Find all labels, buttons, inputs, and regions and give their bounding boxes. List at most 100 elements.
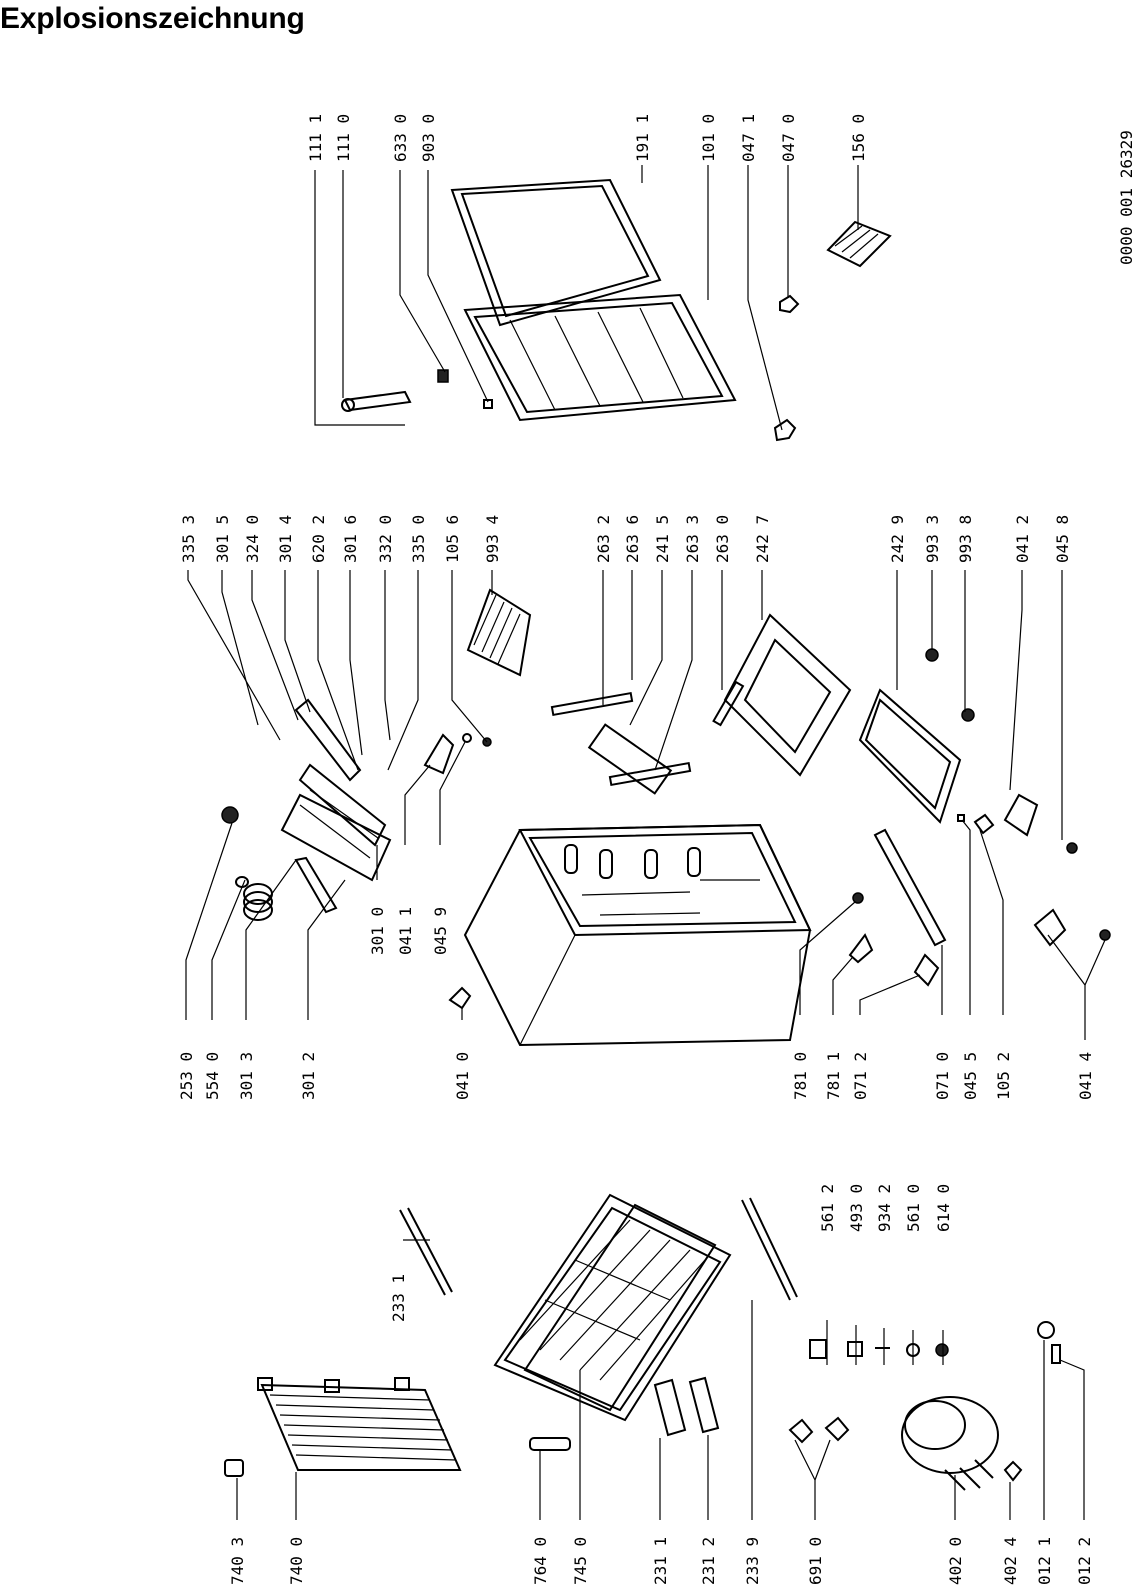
screw-045-8 bbox=[1066, 842, 1078, 854]
part-012-1 bbox=[1037, 1321, 1055, 1339]
label-231-1: 231 1 bbox=[651, 1537, 670, 1585]
bracket-041-2 bbox=[1003, 793, 1039, 837]
label-781-0: 781 0 bbox=[791, 1052, 810, 1100]
clip-633 bbox=[437, 369, 449, 383]
ice-tray bbox=[826, 220, 892, 268]
part-231-1 bbox=[653, 1378, 687, 1437]
label-301-3: 301 3 bbox=[237, 1052, 256, 1100]
bottom-labels: 233 1 561 2 493 0 934 2 561 0 614 0 740 … bbox=[228, 1184, 1094, 1585]
hinge-bracket bbox=[341, 390, 412, 412]
part-781-0 bbox=[852, 892, 864, 904]
label-993-4: 993 4 bbox=[483, 515, 502, 563]
label-233-9: 233 9 bbox=[743, 1537, 762, 1585]
part-614-0 bbox=[935, 1343, 949, 1357]
shelf-grid-993-4 bbox=[466, 588, 532, 677]
screw-045-5 bbox=[957, 814, 965, 822]
label-402-4: 402 4 bbox=[1001, 1537, 1020, 1585]
label-614-0: 614 0 bbox=[934, 1184, 953, 1232]
top-labels: 111 1 111 0 633 0 903 0 191 1 101 0 047 … bbox=[306, 114, 1136, 265]
label-493-0: 493 0 bbox=[847, 1184, 866, 1232]
label-903-0: 903 0 bbox=[419, 114, 438, 162]
drawer-242-9 bbox=[858, 688, 962, 824]
drawer-242-7 bbox=[723, 613, 852, 777]
label-045-5: 045 5 bbox=[961, 1052, 980, 1100]
label-335-0: 335 0 bbox=[409, 515, 428, 563]
label-111-1: 111 1 bbox=[306, 114, 325, 162]
relay-561-2 bbox=[809, 1339, 827, 1359]
label-554-0: 554 0 bbox=[203, 1052, 222, 1100]
label-111-0: 111 0 bbox=[334, 114, 353, 162]
label-047-0: 047 0 bbox=[779, 114, 798, 162]
label-620-2: 620 2 bbox=[309, 515, 328, 563]
label-745-0: 745 0 bbox=[571, 1537, 590, 1585]
part-993-8 bbox=[961, 708, 975, 722]
label-041-1: 041 1 bbox=[396, 907, 415, 955]
label-071-0: 071 0 bbox=[933, 1052, 952, 1100]
label-301-5: 301 5 bbox=[213, 515, 232, 563]
filter-764-0 bbox=[529, 1437, 571, 1451]
label-241-5: 241 5 bbox=[653, 515, 672, 563]
label-561-2: 561 2 bbox=[818, 1184, 837, 1232]
rail-263-2 bbox=[550, 691, 634, 717]
label-993-8: 993 8 bbox=[956, 515, 975, 563]
evaporator-grids bbox=[493, 1193, 732, 1422]
strip-071-0 bbox=[873, 828, 947, 947]
label-263-0: 263 0 bbox=[713, 515, 732, 563]
pin-903 bbox=[483, 399, 493, 409]
label-993-3: 993 3 bbox=[923, 515, 942, 563]
grille-781-1 bbox=[848, 933, 874, 964]
label-041-2: 041 2 bbox=[1013, 515, 1032, 563]
cover-071-2 bbox=[913, 953, 940, 987]
label-263-6: 263 6 bbox=[623, 515, 642, 563]
cabinet-group bbox=[185, 570, 1111, 1047]
bracket-301-3 bbox=[294, 856, 338, 914]
label-101-0: 101 0 bbox=[699, 114, 718, 162]
screw-045-9 bbox=[462, 733, 472, 743]
label-335-3: 335 3 bbox=[179, 515, 198, 563]
label-071-2: 071 2 bbox=[851, 1052, 870, 1100]
part-740-3 bbox=[224, 1459, 244, 1477]
label-691-0: 691 0 bbox=[806, 1537, 825, 1585]
condenser-coil bbox=[257, 1377, 462, 1471]
part-493-0 bbox=[847, 1341, 863, 1357]
tray-241-5 bbox=[587, 723, 673, 795]
part-012-2 bbox=[1051, 1344, 1061, 1364]
bracket-041-4 bbox=[1033, 908, 1067, 947]
label-233-1: 233 1 bbox=[389, 1274, 408, 1322]
label-561-0: 561 0 bbox=[904, 1184, 923, 1232]
door-gasket bbox=[450, 178, 662, 327]
label-045-8: 045 8 bbox=[1053, 515, 1072, 563]
label-332-0: 332 0 bbox=[376, 515, 395, 563]
label-263-2: 263 2 bbox=[594, 515, 613, 563]
door-group bbox=[314, 165, 892, 442]
part-402-4 bbox=[1003, 1460, 1023, 1482]
middle-labels: 335 3 301 5 324 0 301 4 620 2 301 6 332 … bbox=[177, 515, 1095, 1100]
rail-263-3 bbox=[608, 761, 692, 787]
refrigeration-group bbox=[224, 1193, 1085, 1520]
label-633-0: 633 0 bbox=[391, 114, 410, 162]
inner-door bbox=[463, 293, 737, 422]
label-740-3: 740 3 bbox=[228, 1537, 247, 1585]
label-012-1: 012 1 bbox=[1035, 1537, 1054, 1585]
label-934-2: 934 2 bbox=[875, 1184, 894, 1232]
cabinet-body bbox=[463, 823, 812, 1047]
drawing-number: 0000 001 26329 bbox=[1117, 130, 1136, 265]
page-title: Explosionszeichnung bbox=[0, 2, 305, 35]
knob-253 bbox=[221, 806, 239, 824]
bracket-041-0 bbox=[448, 986, 472, 1010]
label-105-6: 105 6 bbox=[443, 515, 462, 563]
label-764-0: 764 0 bbox=[531, 1537, 550, 1585]
tube-233-1 bbox=[399, 1207, 453, 1296]
label-301-2: 301 2 bbox=[299, 1052, 318, 1100]
label-402-0: 402 0 bbox=[946, 1537, 965, 1585]
control-panel bbox=[280, 698, 392, 882]
label-012-2: 012 2 bbox=[1075, 1537, 1094, 1585]
label-301-0: 301 0 bbox=[368, 907, 387, 955]
label-263-3: 263 3 bbox=[683, 515, 702, 563]
label-781-1: 781 1 bbox=[824, 1052, 843, 1100]
part-105-2 bbox=[973, 813, 995, 835]
label-041-4: 041 4 bbox=[1076, 1052, 1095, 1100]
label-253-0: 253 0 bbox=[177, 1052, 196, 1100]
spring-554 bbox=[235, 876, 273, 921]
